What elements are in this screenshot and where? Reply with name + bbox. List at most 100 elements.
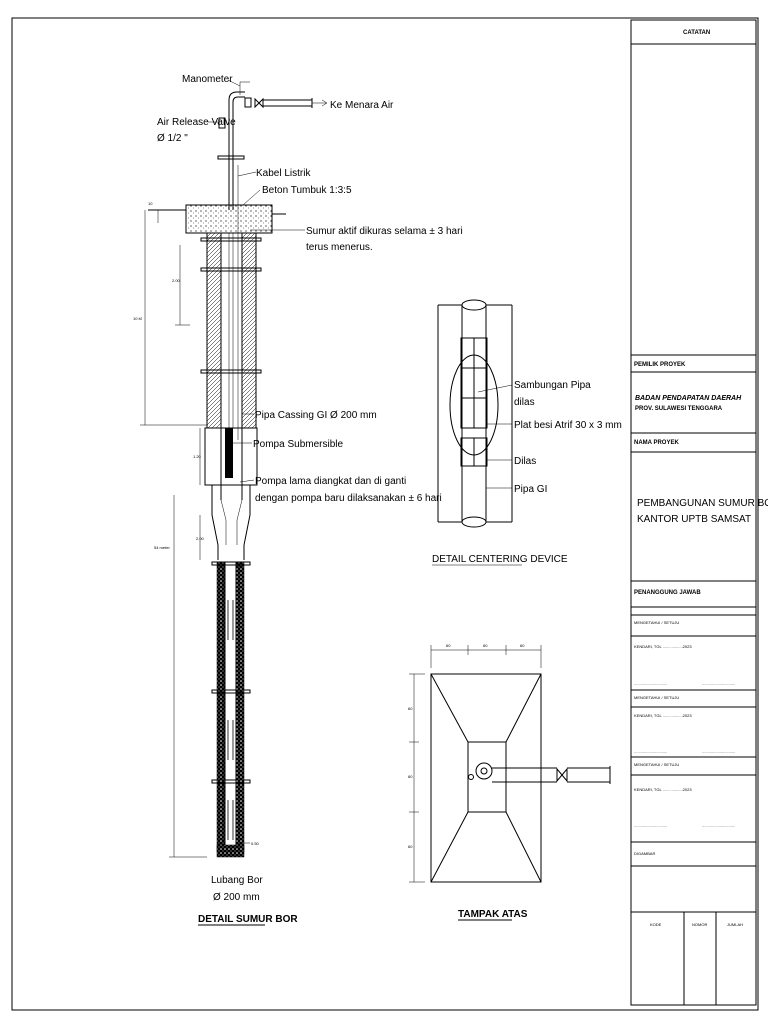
tb-signer-1-line-b: .............................. — [702, 681, 735, 686]
tampak-atas: 60 60 60 60 60 60 TAMPAK ATAS — [408, 643, 611, 921]
submersible-pump — [225, 428, 233, 478]
plan-dim-left-3: 60 — [408, 844, 413, 849]
plate-6 — [473, 397, 488, 429]
label-plat: Plat besi Atrif 30 x 3 mm — [514, 420, 622, 431]
tb-pemilik-1: BADAN PENDAPATAN DAERAH — [635, 395, 742, 402]
label-manometer: Manometer — [182, 74, 233, 85]
tb-signer-2-line-b: .............................. — [702, 749, 735, 754]
tb-nomor: NOMOR — [692, 922, 707, 927]
plate-8 — [473, 437, 488, 467]
plan-diag-3 — [430, 811, 469, 883]
plan-dim-top-2: 60 — [483, 643, 488, 648]
riser-flange — [217, 155, 245, 160]
label-lubang-1: Lubang Bor — [211, 875, 263, 886]
plate-7 — [460, 437, 475, 467]
label-kabel: Kabel Listrik — [256, 168, 311, 179]
label-air-release-size: Ø 1/2 " — [157, 133, 188, 144]
gate-valve-icon — [254, 97, 264, 109]
dim-total: 10 M — [133, 316, 142, 321]
pipe-break-top — [461, 299, 487, 311]
dim-deep: 54 meter — [154, 545, 170, 550]
tb-catatan: CATATAN — [683, 30, 710, 36]
tb-kode: KODE — [650, 922, 662, 927]
tb-jumlah: JUMLAH — [727, 922, 743, 927]
bore-wall-right — [235, 561, 245, 853]
well-wall-left — [206, 232, 222, 429]
outlet-pipe — [228, 91, 245, 125]
collar-2 — [200, 267, 262, 272]
plate-4 — [473, 367, 488, 399]
label-sambungan-1: Sambungan Pipa — [514, 380, 591, 391]
collar-3 — [200, 369, 262, 374]
label-sumur-aktif-2: terus menerus. — [306, 242, 373, 253]
title-tampak-atas: TAMPAK ATAS — [458, 909, 528, 920]
well-wall-right — [241, 232, 257, 429]
label-ke-menara: Ke Menara Air — [330, 100, 394, 111]
outlet-pipe-inner — [232, 96, 245, 125]
tb-signer-1-line-a: .............................. — [634, 681, 667, 686]
manometer-stem — [239, 81, 250, 95]
dim-2: 2.00 — [172, 278, 181, 283]
tb-pemilik-2: PROV. SULAWESI TENGGARA — [635, 406, 723, 412]
title-detail-centering: DETAIL CENTERING DEVICE — [432, 554, 568, 565]
dim-reducer: 2.00 — [196, 536, 205, 541]
centralizer-1 — [211, 561, 251, 566]
detail-sumur-bor: Ke Menara Air Manometer Air Release Valv… — [133, 74, 463, 926]
plate-3 — [460, 367, 475, 399]
plan-dim-top-1: 60 — [446, 643, 451, 648]
label-sumur-aktif-1: Sumur aktif dikuras selama ± 3 hari — [306, 226, 463, 237]
collar-1 — [200, 237, 262, 242]
sheet-border — [11, 17, 759, 1011]
leader-kabel — [237, 171, 257, 177]
plan-well-pipe — [480, 767, 488, 775]
title-detail-sumur: DETAIL SUMUR BOR — [198, 914, 298, 925]
plan-valve-icon — [556, 767, 568, 783]
pipe-break-bottom — [461, 516, 487, 528]
tb-signer-3-title: MENGETAHUI / SETUJU — [634, 762, 679, 767]
titleblock-frame — [630, 19, 757, 1006]
screen-slots — [227, 600, 234, 840]
label-air-release: Air Release Valve — [157, 117, 236, 128]
tb-signer-2-date: KENDARI, TGL ..................2023 — [634, 713, 692, 718]
dimension-lines — [140, 210, 207, 858]
title-block: CATATAN PEMILIK PROYEK BADAN PENDAPATAN … — [630, 19, 768, 1006]
plate-1 — [460, 337, 475, 369]
tb-nama-1: PEMBANGUNAN SUMUR BOR — [637, 498, 768, 509]
concrete-cap — [185, 204, 273, 234]
label-tip: 0.50 — [251, 841, 260, 846]
label-casing: Pipa Cassing GI Ø 200 mm — [255, 410, 377, 421]
plan-valve-small — [468, 774, 474, 780]
tb-signer-3-line-a: .............................. — [634, 823, 667, 828]
plate-5 — [460, 397, 475, 429]
plan-dim-left-2: 60 — [408, 774, 413, 779]
leader-sambungan — [477, 384, 513, 393]
outlet-flange — [244, 97, 252, 108]
reducer — [211, 485, 251, 560]
reducer-inner — [220, 499, 243, 545]
label-pompa-lama-2: dengan pompa baru dilaksanakan ± 6 hari — [255, 493, 442, 504]
dim-top: 10 — [148, 201, 153, 206]
detail-centering: Sambungan Pipa dilas Plat besi Atrif 30 … — [432, 299, 622, 566]
bore-bottom — [216, 844, 245, 858]
tb-signer-1-date: KENDARI, TGL ..................2023 — [634, 644, 692, 649]
tb-nama-label: NAMA PROYEK — [634, 440, 679, 446]
tb-nama-2: KANTOR UPTB SAMSAT — [637, 514, 751, 525]
tb-signer-3-line-b: .............................. — [702, 823, 735, 828]
tb-pemilik-label: PEMILIK PROYEK — [634, 362, 686, 368]
label-pompa-sub: Pompa Submersible — [253, 439, 343, 450]
centralizer-2 — [211, 689, 251, 694]
bore-wall-left — [216, 561, 226, 853]
leader-beton — [242, 189, 261, 206]
plan-diag-2 — [505, 673, 542, 743]
tb-signer-2-title: MENGETAHUI / SETUJU — [634, 695, 679, 700]
tb-digambar: DIGAMBAR — [634, 851, 655, 856]
plate-2 — [473, 337, 488, 369]
label-sambungan-2: dilas — [514, 397, 535, 408]
plan-outer — [430, 673, 542, 883]
dim-pump: 1.20 — [193, 454, 202, 459]
plan-well-circle — [475, 762, 493, 780]
label-pompa-lama-1: Pompa lama diangkat dan di ganti — [255, 476, 406, 487]
label-pipa-gi: Pipa GI — [514, 484, 547, 495]
tb-signer-3-date: KENDARI, TGL ..................2023 — [634, 787, 692, 792]
leader-pompa-lama — [239, 479, 255, 483]
